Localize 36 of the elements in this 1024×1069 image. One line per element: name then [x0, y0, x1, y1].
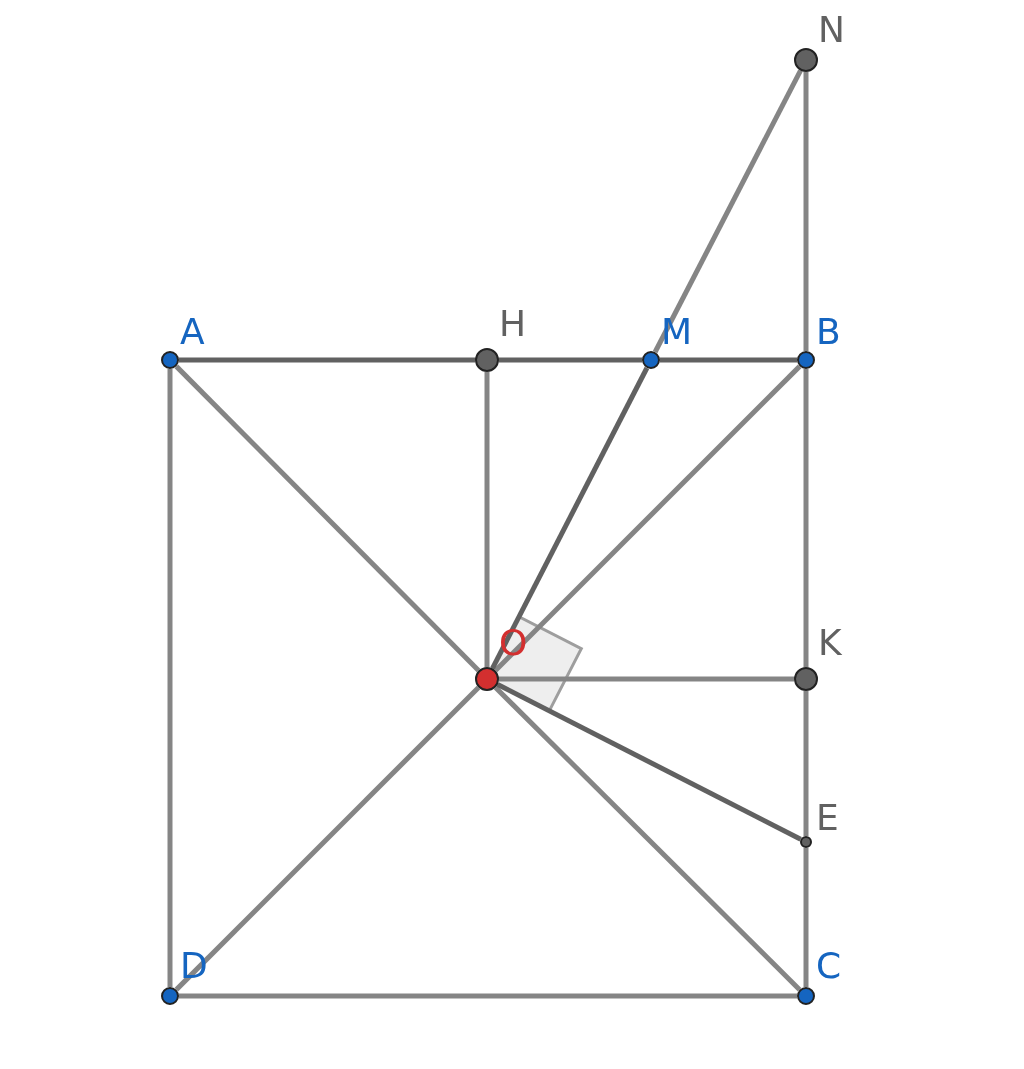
point-label: N	[818, 10, 845, 50]
point-marker	[794, 48, 818, 72]
line-segment	[660, 357, 797, 363]
point-label: H	[499, 304, 527, 344]
point-marker	[161, 987, 179, 1005]
point-label: K	[818, 623, 842, 663]
line-segment	[179, 357, 475, 363]
line-segment	[493, 685, 802, 992]
point-label: C	[816, 946, 842, 986]
line-segment	[803, 848, 809, 987]
line-segment	[496, 682, 802, 842]
point-label: D	[180, 946, 208, 986]
point-label: M	[661, 312, 693, 352]
line-segment	[803, 691, 809, 836]
point-marker	[642, 351, 660, 369]
point-marker	[794, 667, 818, 691]
line-segment	[484, 372, 490, 667]
line-segment	[499, 676, 794, 682]
line-segment	[174, 364, 481, 673]
point-marker	[475, 348, 499, 372]
line-segment	[493, 364, 802, 673]
point-marker	[797, 351, 815, 369]
point-label: A	[180, 312, 205, 352]
line-segment	[490, 366, 650, 670]
line-segment	[652, 69, 803, 354]
line-segment	[803, 72, 809, 351]
point-marker	[161, 351, 179, 369]
line-segment	[803, 369, 809, 667]
line-segment	[167, 369, 173, 987]
point-label: B	[816, 312, 841, 352]
point-label: E	[816, 798, 839, 838]
line-segment	[499, 357, 642, 363]
point-marker	[800, 836, 812, 848]
point-marker	[797, 987, 815, 1005]
line-segment	[174, 685, 481, 992]
line-segment	[179, 993, 797, 999]
